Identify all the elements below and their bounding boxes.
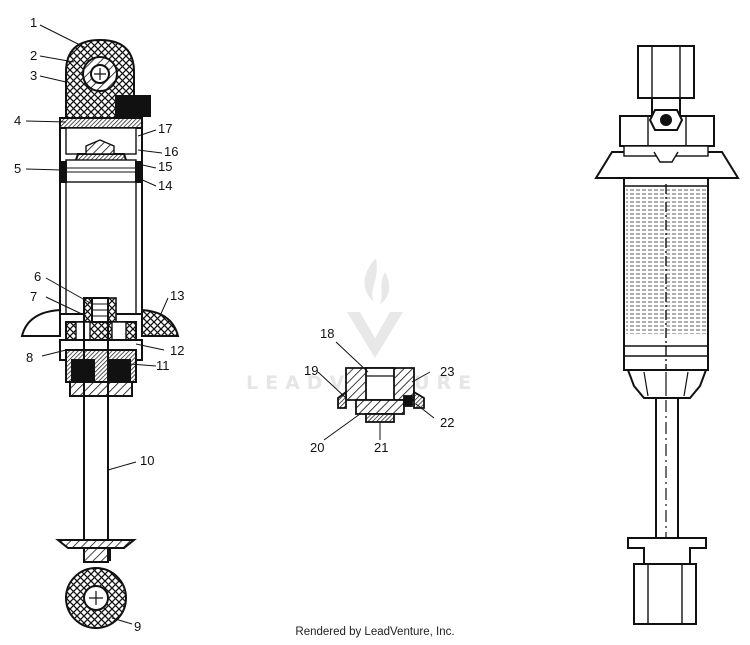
shock-section-view [20,38,180,629]
callout-3: 3 [30,68,37,83]
callout-21: 21 [374,440,388,455]
callout-18: 18 [320,326,334,341]
callout-labels: 1 2 3 4 5 6 7 8 9 10 11 12 13 14 15 16 1… [14,15,454,634]
callout-7: 7 [30,289,37,304]
top-clevis [637,45,695,99]
callout-10: 10 [140,453,154,468]
spring-seat-right [141,308,180,337]
shock-exterior-view [594,45,740,625]
callout-23: 23 [440,364,454,379]
callout-1: 1 [30,15,37,30]
footer-credit: Rendered by LeadVenture, Inc. [295,626,455,638]
detail-bushing [355,399,405,415]
seal-head-detail [337,367,425,423]
lower-clevis [633,563,697,625]
spring-seat-left [20,308,61,337]
callout-5: 5 [14,161,21,176]
detail-leader-lines [317,341,435,441]
callout-6: 6 [34,269,41,284]
left-leader-lines [25,24,169,625]
exterior-lower-flange [627,537,707,565]
callout-15: 15 [158,159,172,174]
callout-20: 20 [310,440,324,455]
callout-17: 17 [158,121,172,136]
valve-block [115,95,151,117]
callout-13: 13 [170,288,184,303]
callout-9: 9 [134,619,141,634]
exterior-bottom-collar [626,369,708,399]
callout-2: 2 [30,48,37,63]
callout-16: 16 [164,144,178,159]
callout-8: 8 [26,350,33,365]
callout-19: 19 [304,363,318,378]
callout-11: 11 [156,358,170,373]
flame-v-logo-icon [347,258,403,358]
exterior-rod [655,397,679,539]
callout-4: 4 [14,113,21,128]
callout-14: 14 [158,178,172,193]
callout-12: 12 [170,343,184,358]
callout-22: 22 [440,415,454,430]
